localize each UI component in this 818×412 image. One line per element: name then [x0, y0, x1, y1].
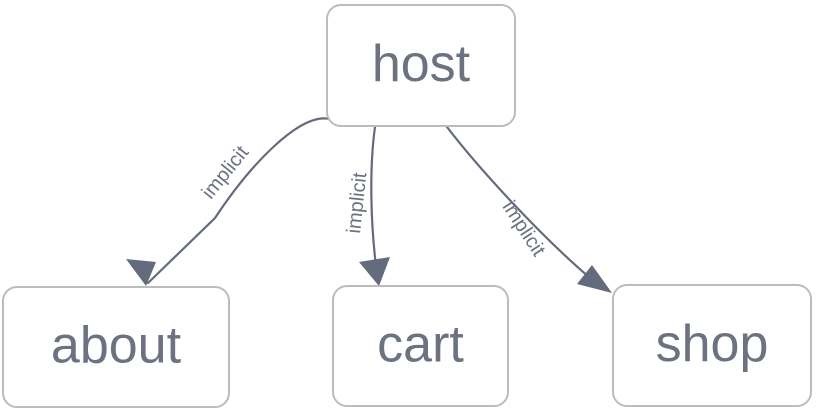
node-box [612, 284, 812, 407]
nodes-layer: host about cart shop [2, 4, 812, 408]
edge-line [146, 117, 332, 285]
arrow-head-icon [577, 265, 612, 293]
edges-layer [126, 117, 612, 293]
edge-host-to-cart[interactable] [359, 125, 390, 286]
arrow-head-icon [359, 257, 390, 286]
edge-label: implicit [343, 171, 371, 235]
node-shop[interactable]: shop [612, 284, 812, 407]
node-label-host: host [372, 35, 471, 93]
node-box [332, 285, 509, 407]
node-host[interactable]: host [326, 4, 516, 127]
edge-line [445, 125, 592, 280]
arrow-head-icon [126, 259, 156, 286]
node-about[interactable]: about [2, 286, 230, 408]
edge-host-to-shop[interactable] [445, 125, 612, 293]
node-box [2, 286, 230, 408]
node-label-cart: cart [377, 316, 464, 374]
node-label-about: about [51, 317, 182, 375]
node-label-shop: shop [656, 315, 769, 373]
node-box [326, 4, 516, 127]
edge-host-to-about[interactable] [126, 117, 332, 286]
edge-label: implicit [198, 142, 254, 204]
edge-label: implicit [498, 197, 550, 261]
edge-line [370, 125, 378, 268]
node-cart[interactable]: cart [332, 285, 509, 407]
